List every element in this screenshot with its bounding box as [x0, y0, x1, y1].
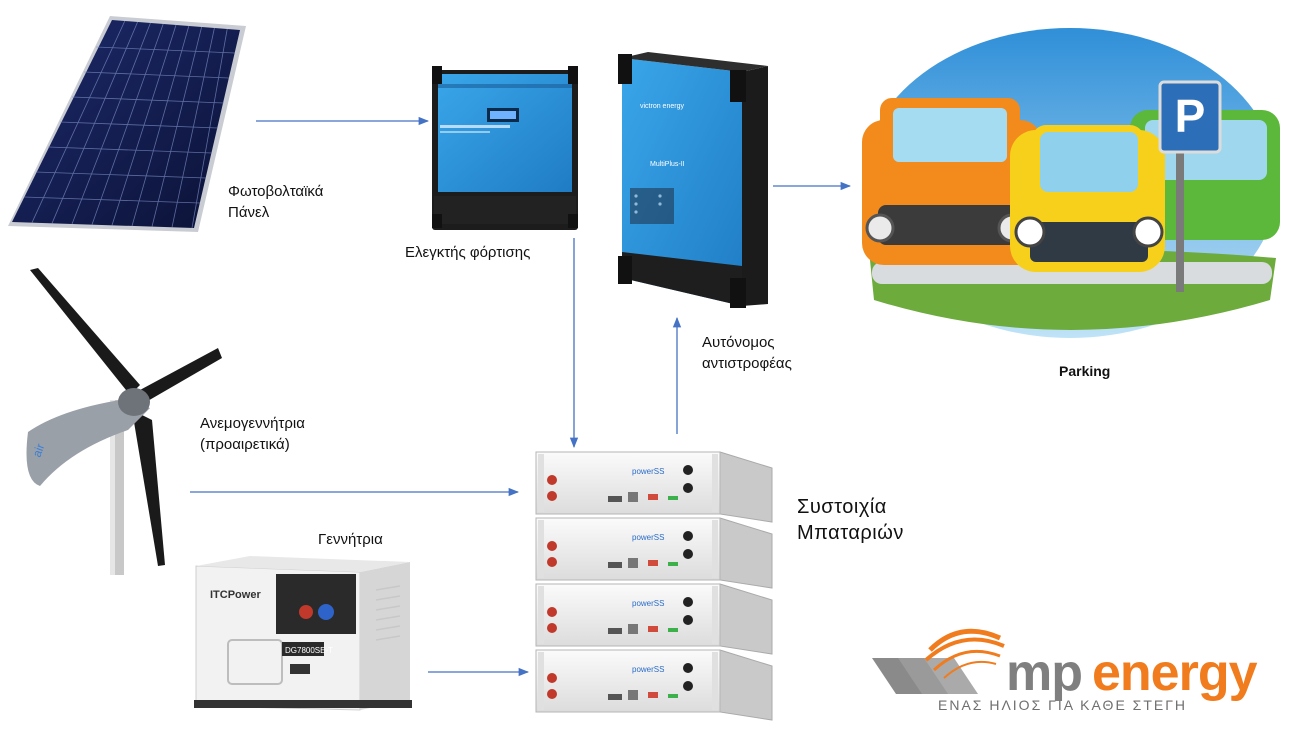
battery-brand: powerSS: [632, 665, 664, 674]
mp-energy-logo: mp energy ΕΝΑΣ ΗΛΙΟΣ ΓΙΑ ΚΑΘΕ ΣΤΕΓΗ: [872, 628, 1259, 713]
logo-sun-icon: [924, 628, 1005, 679]
inverter-label: Αυτόνομος αντιστροφέας: [702, 332, 792, 374]
battery-label-line-1: Συστοιχία: [797, 496, 887, 518]
battery-brand: powerSS: [632, 599, 664, 608]
generator-model: DG7800SE-T: [285, 646, 333, 655]
battery-label: Συστοιχία Μπαταριών: [797, 494, 904, 546]
battery-module: powerSS: [535, 583, 773, 655]
battery-stack-image: powerSS powerSS powerSS powerSS: [535, 451, 773, 721]
wind-label-line-1: Ανεμογεννήτρια: [200, 415, 305, 432]
logo-name-mp: mp: [1006, 644, 1082, 702]
pv-label-line-2: Πάνελ: [228, 204, 270, 221]
parking-label: Parking: [1059, 363, 1111, 379]
battery-module: powerSS: [535, 517, 773, 589]
solar-panel-image: [8, 16, 246, 232]
logo-stripes-icon: [872, 658, 978, 694]
battery-label-line-2: Μπαταριών: [797, 522, 904, 544]
inverter-image: victron energy MultiPlus-II: [618, 52, 768, 308]
battery-module: powerSS: [535, 451, 773, 523]
pv-label: Φωτοβολταϊκά Πάνελ: [228, 181, 323, 223]
wind-label-line-2: (προαιρετικά): [200, 436, 290, 453]
charge-controller-image: [432, 66, 578, 230]
wind-turbine-brand: air: [30, 442, 48, 459]
battery-module: powerSS: [535, 649, 773, 721]
battery-brand: powerSS: [632, 533, 664, 542]
controller-label: Ελεγκτής φόρτισης: [405, 244, 531, 261]
generator-image: ITCPower DG7800SE-T: [194, 556, 412, 711]
generator-label: Γεννήτρια: [318, 531, 383, 548]
wind-turbine-image: air: [26, 268, 222, 575]
inverter-model: MultiPlus-II: [650, 161, 685, 168]
parking-illustration: P: [862, 28, 1280, 338]
inverter-label-line-2: αντιστροφέας: [702, 355, 792, 372]
logo-name-energy: energy: [1092, 644, 1258, 702]
flow-arrows: [190, 116, 852, 677]
pv-label-line-1: Φωτοβολταϊκά: [228, 183, 324, 200]
logo-tagline: ΕΝΑΣ ΗΛΙΟΣ ΓΙΑ ΚΑΘΕ ΣΤΕΓΗ: [938, 697, 1187, 713]
wind-label: Ανεμογεννήτρια (προαιρετικά): [200, 413, 305, 455]
generator-brand: ITCPower: [210, 589, 261, 601]
inverter-brand: victron energy: [640, 103, 684, 110]
inverter-label-line-1: Αυτόνομος: [702, 334, 775, 351]
parking-sign-letter: P: [1175, 90, 1206, 142]
battery-brand: powerSS: [632, 467, 664, 476]
